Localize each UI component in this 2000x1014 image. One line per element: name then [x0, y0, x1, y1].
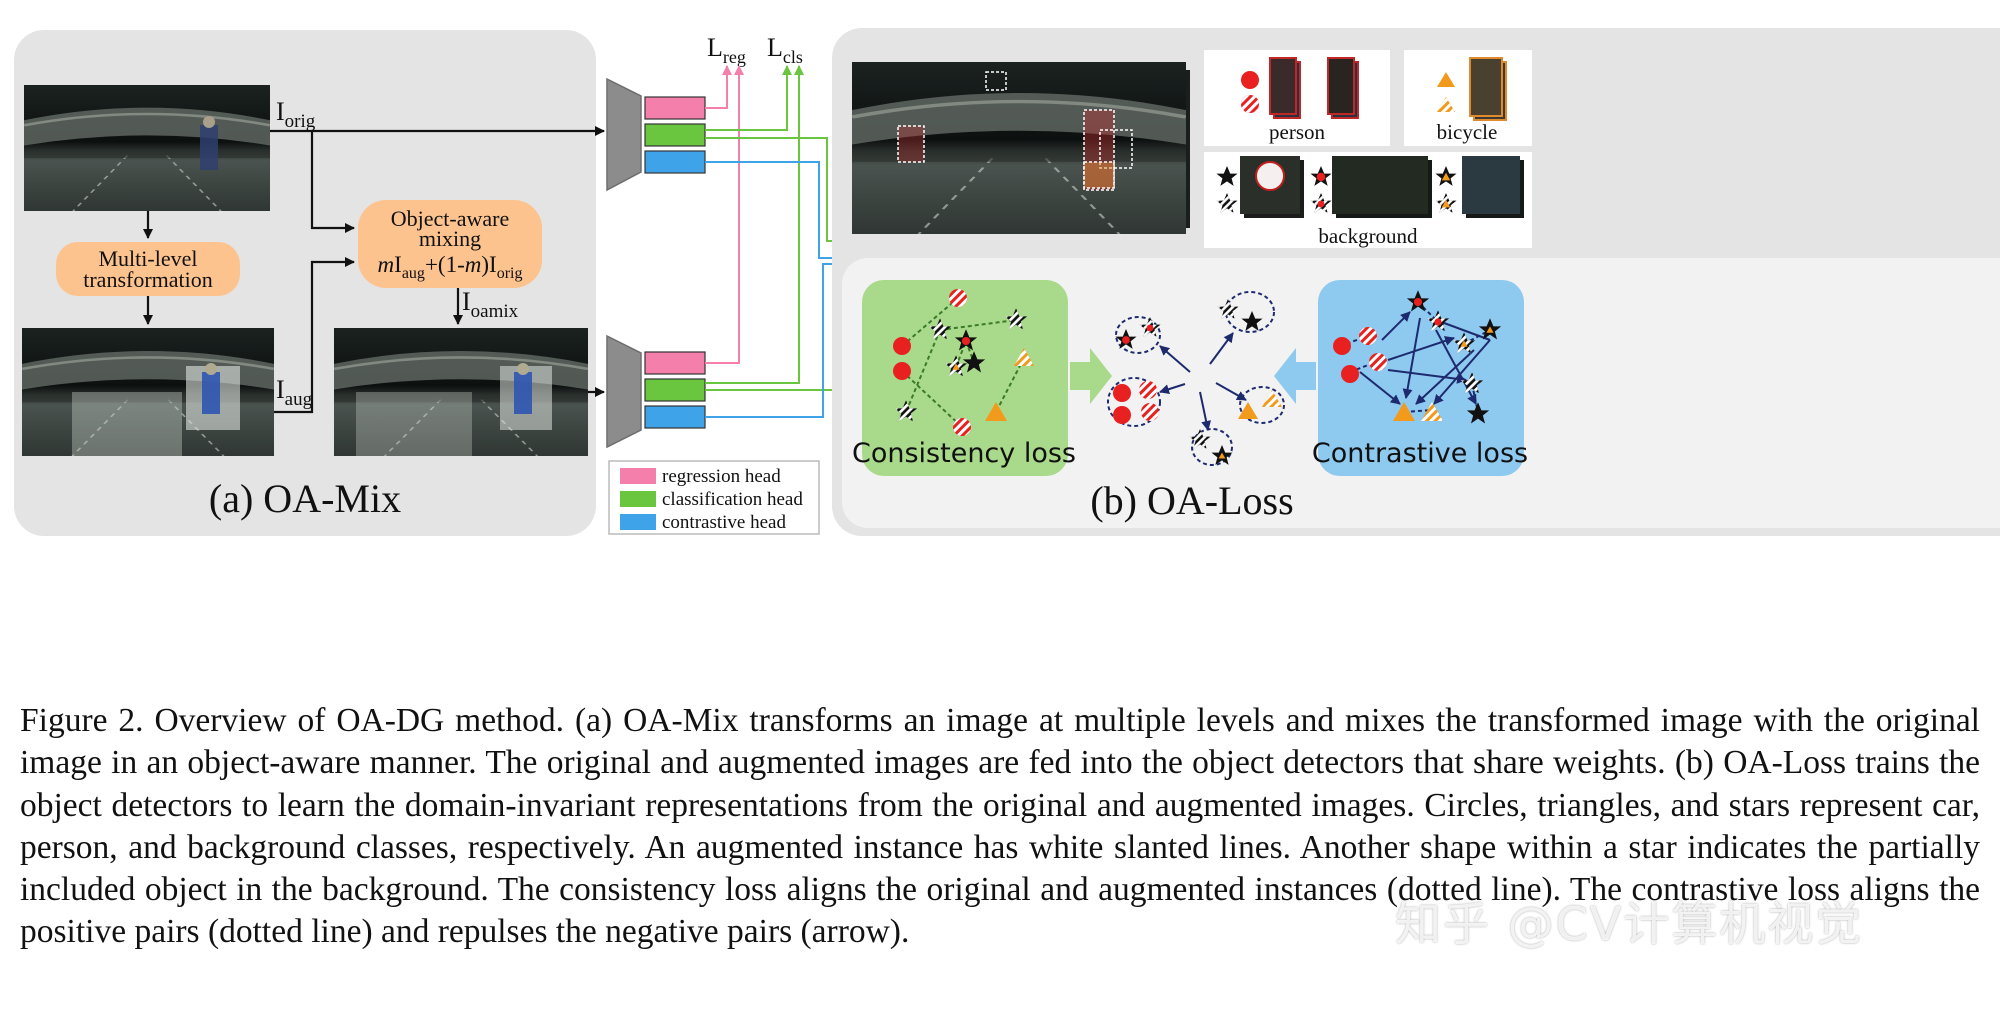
consistency-big-arrow — [1070, 348, 1112, 404]
mixing-line1: Object-aware — [391, 206, 509, 231]
consistency-panel — [862, 280, 1068, 476]
original-image — [24, 85, 270, 211]
consistency-graph — [893, 289, 1034, 436]
oamix-title: (a) OA-Mix — [209, 476, 401, 521]
bicycle-label: bicycle — [1437, 120, 1498, 144]
legend-swatch-contrastive — [620, 514, 656, 530]
legend-swatch-regression — [620, 468, 656, 484]
background-label: background — [1318, 224, 1418, 248]
regression-head-bottom — [644, 351, 706, 375]
caption-text: Figure 2. Overview of OA-DG method. (a) … — [20, 702, 1980, 951]
multi-level-transformation-box — [56, 242, 240, 296]
detection-image — [852, 62, 1190, 234]
loss-reg-label: Lreg — [707, 33, 746, 67]
multi-level-line2: transformation — [83, 267, 213, 292]
contrastive-head-bottom — [644, 405, 706, 429]
figure-diagram: Iorig Multi-level transformation Iaug Ob… — [14, 28, 2000, 536]
contrastive-big-arrow — [1274, 348, 1316, 404]
legend-regression: regression head — [662, 466, 781, 487]
legend-contrastive: contrastive head — [662, 512, 786, 533]
multi-level-line1: Multi-level — [99, 246, 198, 271]
bicycle-card: bicycle — [1404, 50, 1532, 146]
person-card: person — [1204, 50, 1390, 146]
background-card: background — [1204, 152, 1532, 248]
watermark: 知乎 @CV计算机视觉 — [1395, 897, 1864, 951]
classification-head-top — [644, 123, 706, 147]
legend-swatch-classification — [620, 491, 656, 507]
augmented-image — [22, 328, 274, 456]
detector-top — [606, 77, 642, 192]
mixing-line2: mixing — [419, 226, 481, 251]
regression-head-top — [644, 96, 706, 120]
oamix-arrows — [143, 126, 605, 414]
legend: regression head classification head cont… — [608, 460, 820, 535]
legend-classification: classification head — [662, 489, 803, 510]
detector-bottom — [606, 334, 642, 449]
contrastive-loss-label: Contrastive loss — [1312, 438, 1528, 469]
person-label: person — [1269, 120, 1325, 144]
contrastive-graph — [1333, 290, 1502, 424]
oaloss-title: (b) OA-Loss — [1090, 478, 1293, 523]
consistency-loss-label: Consistency loss — [852, 438, 1076, 469]
embedding-center — [1107, 291, 1285, 466]
mixed-image — [334, 328, 588, 456]
classification-head-bottom — [644, 378, 706, 402]
contrastive-head-top — [644, 150, 706, 174]
loss-cls-label: Lcls — [767, 33, 803, 67]
object-aware-mixing-box — [358, 200, 542, 288]
figure-caption: Figure 2. Overview of OA-DG method. (a) … — [20, 700, 1980, 954]
